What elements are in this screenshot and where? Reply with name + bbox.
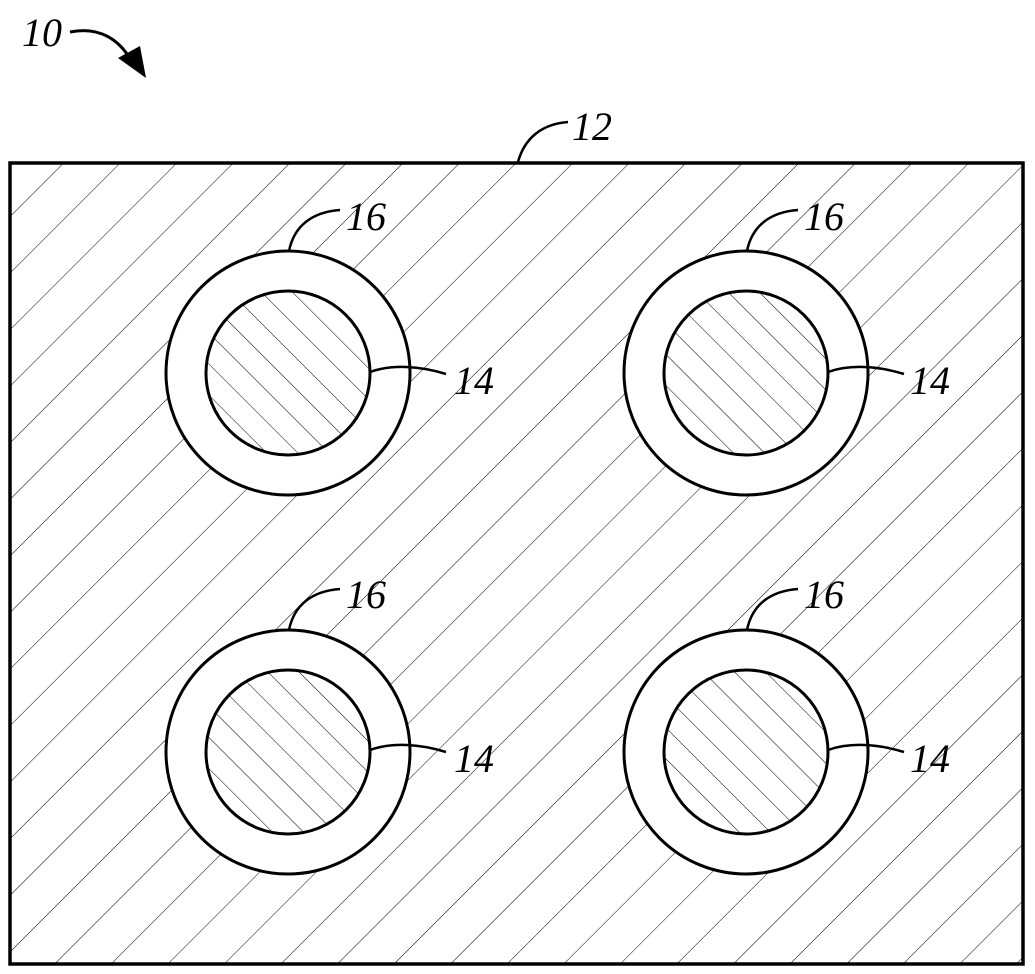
core-bottom-right: [664, 670, 828, 834]
label-core-bottom-right: 14: [910, 736, 950, 781]
label-ring-top-right: 16: [804, 194, 844, 239]
label-ring-top-left: 16: [346, 194, 386, 239]
core-top-left: [206, 291, 370, 455]
matrix-body: [10, 163, 1023, 964]
label-assembly: 10: [22, 10, 62, 55]
label-ring-bottom-right: 16: [804, 572, 844, 617]
label-core-bottom-left: 14: [454, 736, 494, 781]
label-core-top-right: 14: [910, 358, 950, 403]
arrowhead-icon: [118, 46, 146, 78]
ring-bottom-right: [624, 630, 868, 874]
leader-matrix: [518, 122, 568, 162]
ring-top-left: [166, 251, 410, 495]
ring-top-right: [624, 251, 868, 495]
label-core-top-left: 14: [454, 358, 494, 403]
label-matrix: 12: [572, 104, 612, 149]
label-ring-bottom-left: 16: [346, 572, 386, 617]
core-bottom-left: [206, 670, 370, 834]
core-top-right: [664, 291, 828, 455]
ring-bottom-left: [166, 630, 410, 874]
